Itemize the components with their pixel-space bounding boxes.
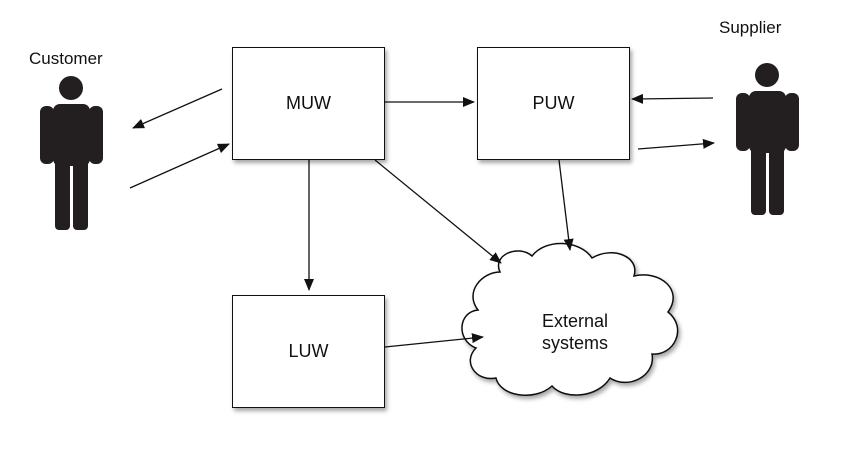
external-systems-cloud xyxy=(461,242,679,396)
puw-box: PUW xyxy=(477,47,630,160)
edge-puw-to-supplier xyxy=(637,138,715,150)
external-systems-label: External systems xyxy=(520,310,630,354)
edge-muw-to-customer xyxy=(132,88,223,129)
muw-box: MUW xyxy=(232,47,385,160)
edge-luw-to-external xyxy=(384,333,484,348)
edges xyxy=(129,88,715,348)
luw-label: LUW xyxy=(288,341,329,361)
customer-label: Customer xyxy=(29,49,103,68)
muw-label: MUW xyxy=(286,93,331,113)
puw-label: PUW xyxy=(532,93,575,113)
supplier-label: Supplier xyxy=(719,18,782,37)
edge-puw-to-external xyxy=(558,159,574,251)
edge-supplier-to-puw xyxy=(631,93,714,104)
edge-muw-to-external xyxy=(374,159,502,264)
customer-person-icon xyxy=(40,76,103,230)
luw-box: LUW xyxy=(232,295,385,408)
supplier-person-icon xyxy=(736,63,799,215)
external-systems-line1: External xyxy=(541,311,609,331)
edge-customer-to-muw xyxy=(129,143,230,189)
external-systems-line2: systems xyxy=(541,333,608,353)
